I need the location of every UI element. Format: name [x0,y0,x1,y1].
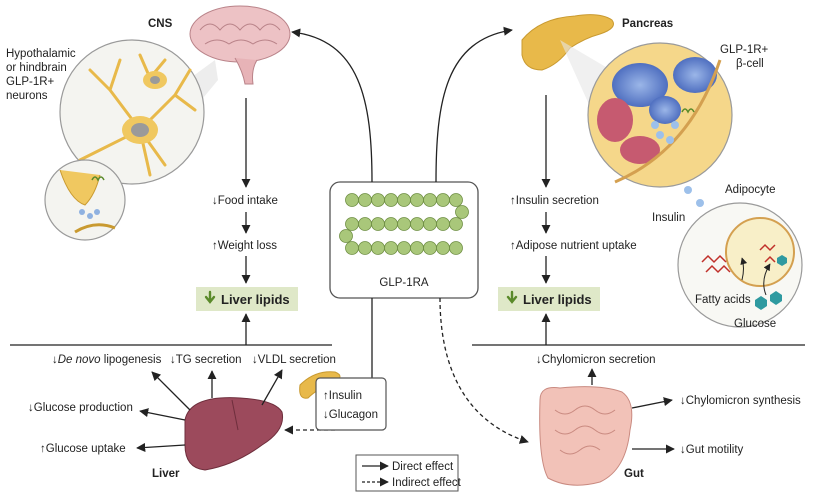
synapse-panel [44,159,126,241]
chylomicron-secretion-label: ↓Chylomicron secretion [536,354,656,366]
peptide-bead [436,193,450,207]
gut-motility-label: ↓Gut motility [680,444,744,456]
beta-line2: β-cell [736,58,764,70]
glucagon-hormone-label: ↓Glucagon [323,409,378,421]
peptide-bead [358,217,372,231]
down-arrow-icon [506,290,518,304]
liver-label: Liver [152,468,180,480]
beta-cell-panel [587,42,733,188]
peptide-bead [397,193,411,207]
neurons-line2: or hindbrain [6,62,67,74]
peptide-bead [449,241,463,255]
peptide-bead [384,217,398,231]
food-intake-label: ↓Food intake [212,195,278,207]
peptide-bead [436,217,450,231]
legend-indirect: Indirect effect [392,477,462,489]
insulin-secretion-label: ↑Insulin secretion [510,195,599,207]
legend-direct: Direct effect [392,461,454,473]
peptide-bead [384,193,398,207]
liver-icon [184,397,284,471]
neurons-line4: neurons [6,90,48,102]
tg-secretion-label: ↓TG secretion [170,354,242,366]
weight-loss-label: ↑Weight loss [212,240,277,252]
peptide-bead [371,193,385,207]
brain-icon [189,5,291,85]
gut-label: Gut [624,468,644,480]
legend: Direct effect Indirect effect [355,454,462,492]
peptide-bead [423,217,437,231]
liver-lipids-left: Liver lipids [221,292,290,307]
arrow-to-cns [291,28,373,183]
peptide-bead [397,217,411,231]
glucose-production-label: ↓Glucose production [28,402,133,414]
neuron-panel [59,39,205,185]
cns-label: CNS [148,18,173,30]
neurons-line1: Hypothalamic [6,48,76,60]
glucose-uptake-label: ↑Glucose uptake [40,443,126,455]
peptide-bead [358,193,372,207]
pancreas-icon [521,14,614,71]
peptide-bead [449,193,463,207]
arrow-to-pancreas [435,26,513,183]
beta-line1: GLP-1R+ [720,44,769,56]
glucose-label: Glucose [734,318,776,330]
peptide-bead [423,241,437,255]
adipocyte-panel [677,202,803,328]
adipocyte-label: Adipocyte [725,184,776,196]
vldl-secretion-label: ↓VLDL secretion [252,354,336,366]
de-novo-label: ↓De novo lipogenesis [52,354,162,366]
neurons-line3: GLP-1R+ [6,76,55,88]
peptide-bead [410,193,424,207]
insulin-panel-label: Insulin [652,212,685,224]
peptide-bead [397,241,411,255]
peptide-bead [345,241,359,255]
adipose-uptake-label: ↑Adipose nutrient uptake [510,240,637,252]
peptide-bead [423,193,437,207]
fatty-acids-label: Fatty acids [695,294,751,306]
peptide-bead [358,241,372,255]
peptide-bead [410,241,424,255]
peptide-bead [410,217,424,231]
peptide-bead [449,217,463,231]
glp1ra-label: GLP-1RA [379,277,429,289]
chylomicron-synthesis-label: ↓Chylomicron synthesis [680,395,801,407]
peptide-bead [436,241,450,255]
glp1ra-box: GLP-1RA [329,181,479,299]
insulin-hormone-label: ↑Insulin [323,390,362,402]
peptide-bead [384,241,398,255]
peptide-bead [345,193,359,207]
peptide-bead [371,241,385,255]
peptide-bead [371,217,385,231]
peptide-bead [345,217,359,231]
down-arrow-icon [204,290,216,304]
pancreas-label: Pancreas [622,18,673,30]
peptide-beads [339,193,469,255]
arrow-to-gut [439,297,529,444]
liver-lipids-right: Liver lipids [523,292,592,307]
peptide-bead [339,229,353,243]
gut-icon [539,386,633,486]
hormone-box [315,377,387,431]
peptide-bead [455,205,469,219]
